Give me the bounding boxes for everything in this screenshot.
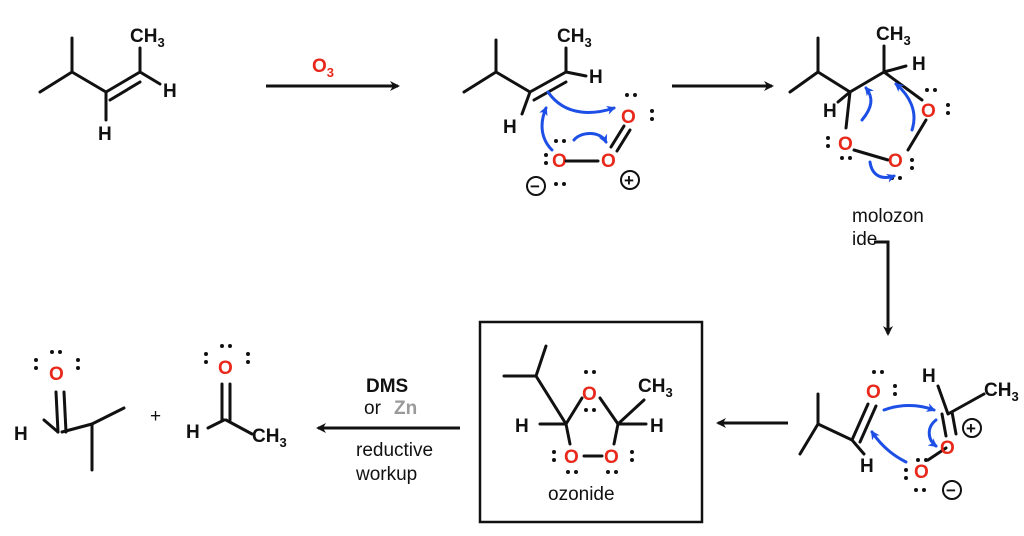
reaction-arrow-down [874, 240, 893, 336]
svg-text:O: O [940, 438, 955, 459]
svg-text:O: O [888, 151, 903, 172]
workup-label-line1: reductive [356, 440, 433, 461]
svg-text:H: H [186, 422, 200, 443]
carbonyl-oxide-fragments: O H H CH3 O O + − [798, 366, 1019, 500]
svg-text:H: H [98, 124, 112, 145]
svg-text:O: O [921, 101, 936, 122]
reductive-workup-arrow: DMS or Zn reductive workup [316, 376, 460, 485]
svg-text:CH3: CH3 [638, 376, 673, 400]
svg-text:H: H [14, 424, 28, 445]
dms-label: DMS [366, 376, 408, 397]
svg-text:O: O [866, 382, 881, 403]
svg-text:H: H [860, 456, 874, 477]
plus-sign: + [150, 406, 161, 427]
svg-text:CH3: CH3 [984, 380, 1019, 404]
svg-text:CH3: CH3 [876, 24, 911, 48]
ozonide-box: H H CH3 O O O ozonide [478, 320, 704, 524]
molozonide-label-line2: ide [852, 229, 877, 250]
svg-text:O: O [582, 384, 597, 405]
svg-text:CH3: CH3 [252, 426, 287, 450]
svg-text:+: + [966, 419, 976, 438]
svg-text:O: O [49, 364, 64, 385]
svg-text:+: + [624, 171, 634, 190]
svg-text:−: − [946, 481, 956, 500]
svg-text:−: − [530, 177, 540, 196]
zn-label: Zn [394, 398, 417, 419]
svg-text:CH3: CH3 [557, 26, 592, 50]
svg-text:O: O [552, 151, 567, 172]
molozonide-structure: CH3 H H O O O molozon ide [788, 24, 950, 250]
svg-text:O: O [218, 358, 233, 379]
svg-text:H: H [912, 54, 926, 75]
svg-text:O: O [914, 462, 929, 483]
svg-text:O: O [838, 134, 853, 155]
svg-text:H: H [515, 416, 529, 437]
svg-text:O3: O3 [312, 56, 334, 80]
product-acetaldehyde: O H CH3 [186, 344, 287, 450]
alkene-starting-material: CH3 H H [38, 26, 177, 145]
svg-text:H: H [823, 101, 837, 122]
ozonide-label: ozonide [548, 484, 615, 505]
svg-text:H: H [163, 81, 177, 102]
svg-text:O: O [601, 151, 616, 172]
svg-text:H: H [922, 366, 936, 387]
svg-text:O: O [564, 447, 579, 468]
svg-text:O: O [621, 107, 636, 128]
workup-label-line2: workup [355, 464, 417, 485]
or-label: or [364, 398, 382, 419]
svg-text:H: H [503, 117, 517, 138]
alkene-ozone-complex: CH3 H H O O O − + [462, 26, 654, 196]
svg-text:H: H [589, 67, 603, 88]
svg-text:O: O [604, 447, 619, 468]
product-isobutyraldehyde: O H [14, 350, 126, 472]
svg-text:H: H [650, 416, 664, 437]
molozonide-label-line1: molozon [852, 206, 924, 227]
ozone-reaction-arrow: O3 [266, 56, 400, 91]
svg-text:CH3: CH3 [130, 26, 165, 50]
